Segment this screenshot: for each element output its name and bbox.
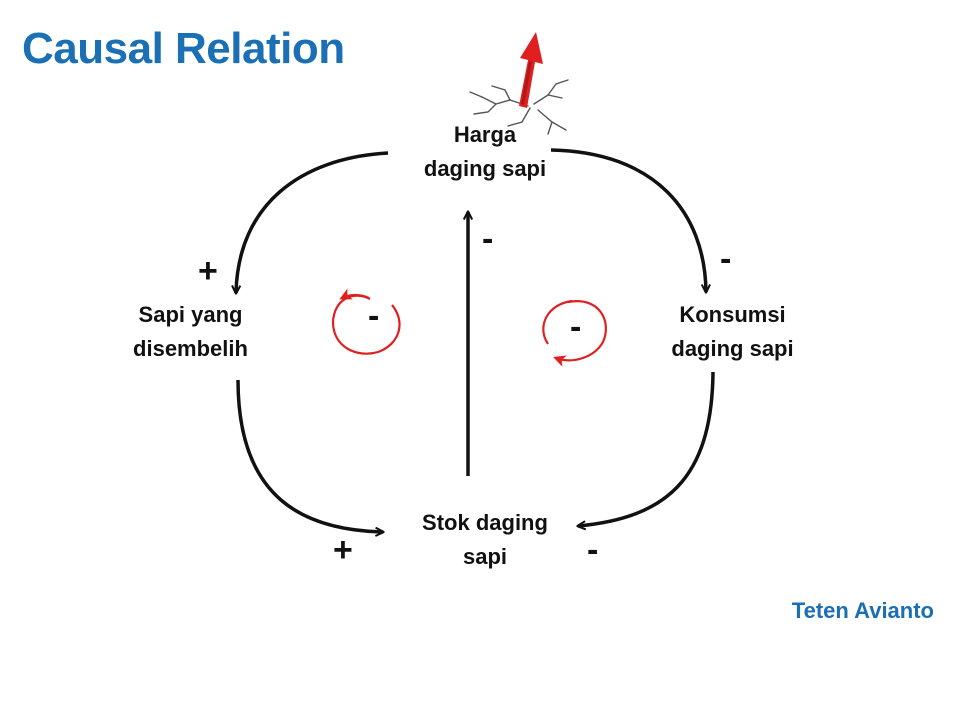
loop-indicator-right (542, 299, 607, 367)
causal-link-harga-to-sapi (236, 151, 389, 293)
node-sapi-line-2: disembelih (133, 336, 248, 361)
loop-polarity-right: - (570, 308, 582, 346)
polarity-sign-harga-konsumsi: - (720, 240, 732, 278)
causal-link-konsumsi-to-stok (578, 371, 715, 526)
loop-polarity-left: - (368, 297, 380, 335)
node-konsumsi-line-1: Konsumsi (679, 302, 786, 327)
price-up-arrow-icon (469, 32, 569, 135)
causal-link-sapi-to-stok (236, 379, 383, 532)
node-stok-line-1: Stok daging (422, 510, 548, 535)
node-sapi-line-1: Sapi yang (138, 302, 243, 327)
node-stok-line-2: sapi (462, 544, 508, 569)
node-harga-line-2: daging sapi (423, 156, 547, 181)
polarity-sign-stok-harga: - (482, 220, 494, 258)
node-stok-daging-sapi: Stok daging sapi (390, 506, 580, 574)
polarity-sign-harga-sapi: + (198, 252, 218, 290)
node-sapi-yang-disembelih: Sapi yang disembelih (98, 298, 283, 366)
node-harga-daging-sapi: Harga daging sapi (380, 118, 590, 186)
node-konsumsi-daging-sapi: Konsumsi daging sapi (635, 298, 830, 366)
polarity-sign-konsumsi-stok: - (587, 531, 599, 569)
polarity-sign-sapi-stok: + (333, 531, 353, 569)
author-credit: Teten Avianto (791, 598, 934, 623)
page-title: Causal Relation (22, 24, 345, 73)
node-konsumsi-line-2: daging sapi (671, 336, 794, 361)
loop-indicator-left (331, 288, 401, 355)
causal-link-harga-to-konsumsi (550, 148, 706, 292)
node-harga-line-1: Harga (453, 122, 517, 147)
